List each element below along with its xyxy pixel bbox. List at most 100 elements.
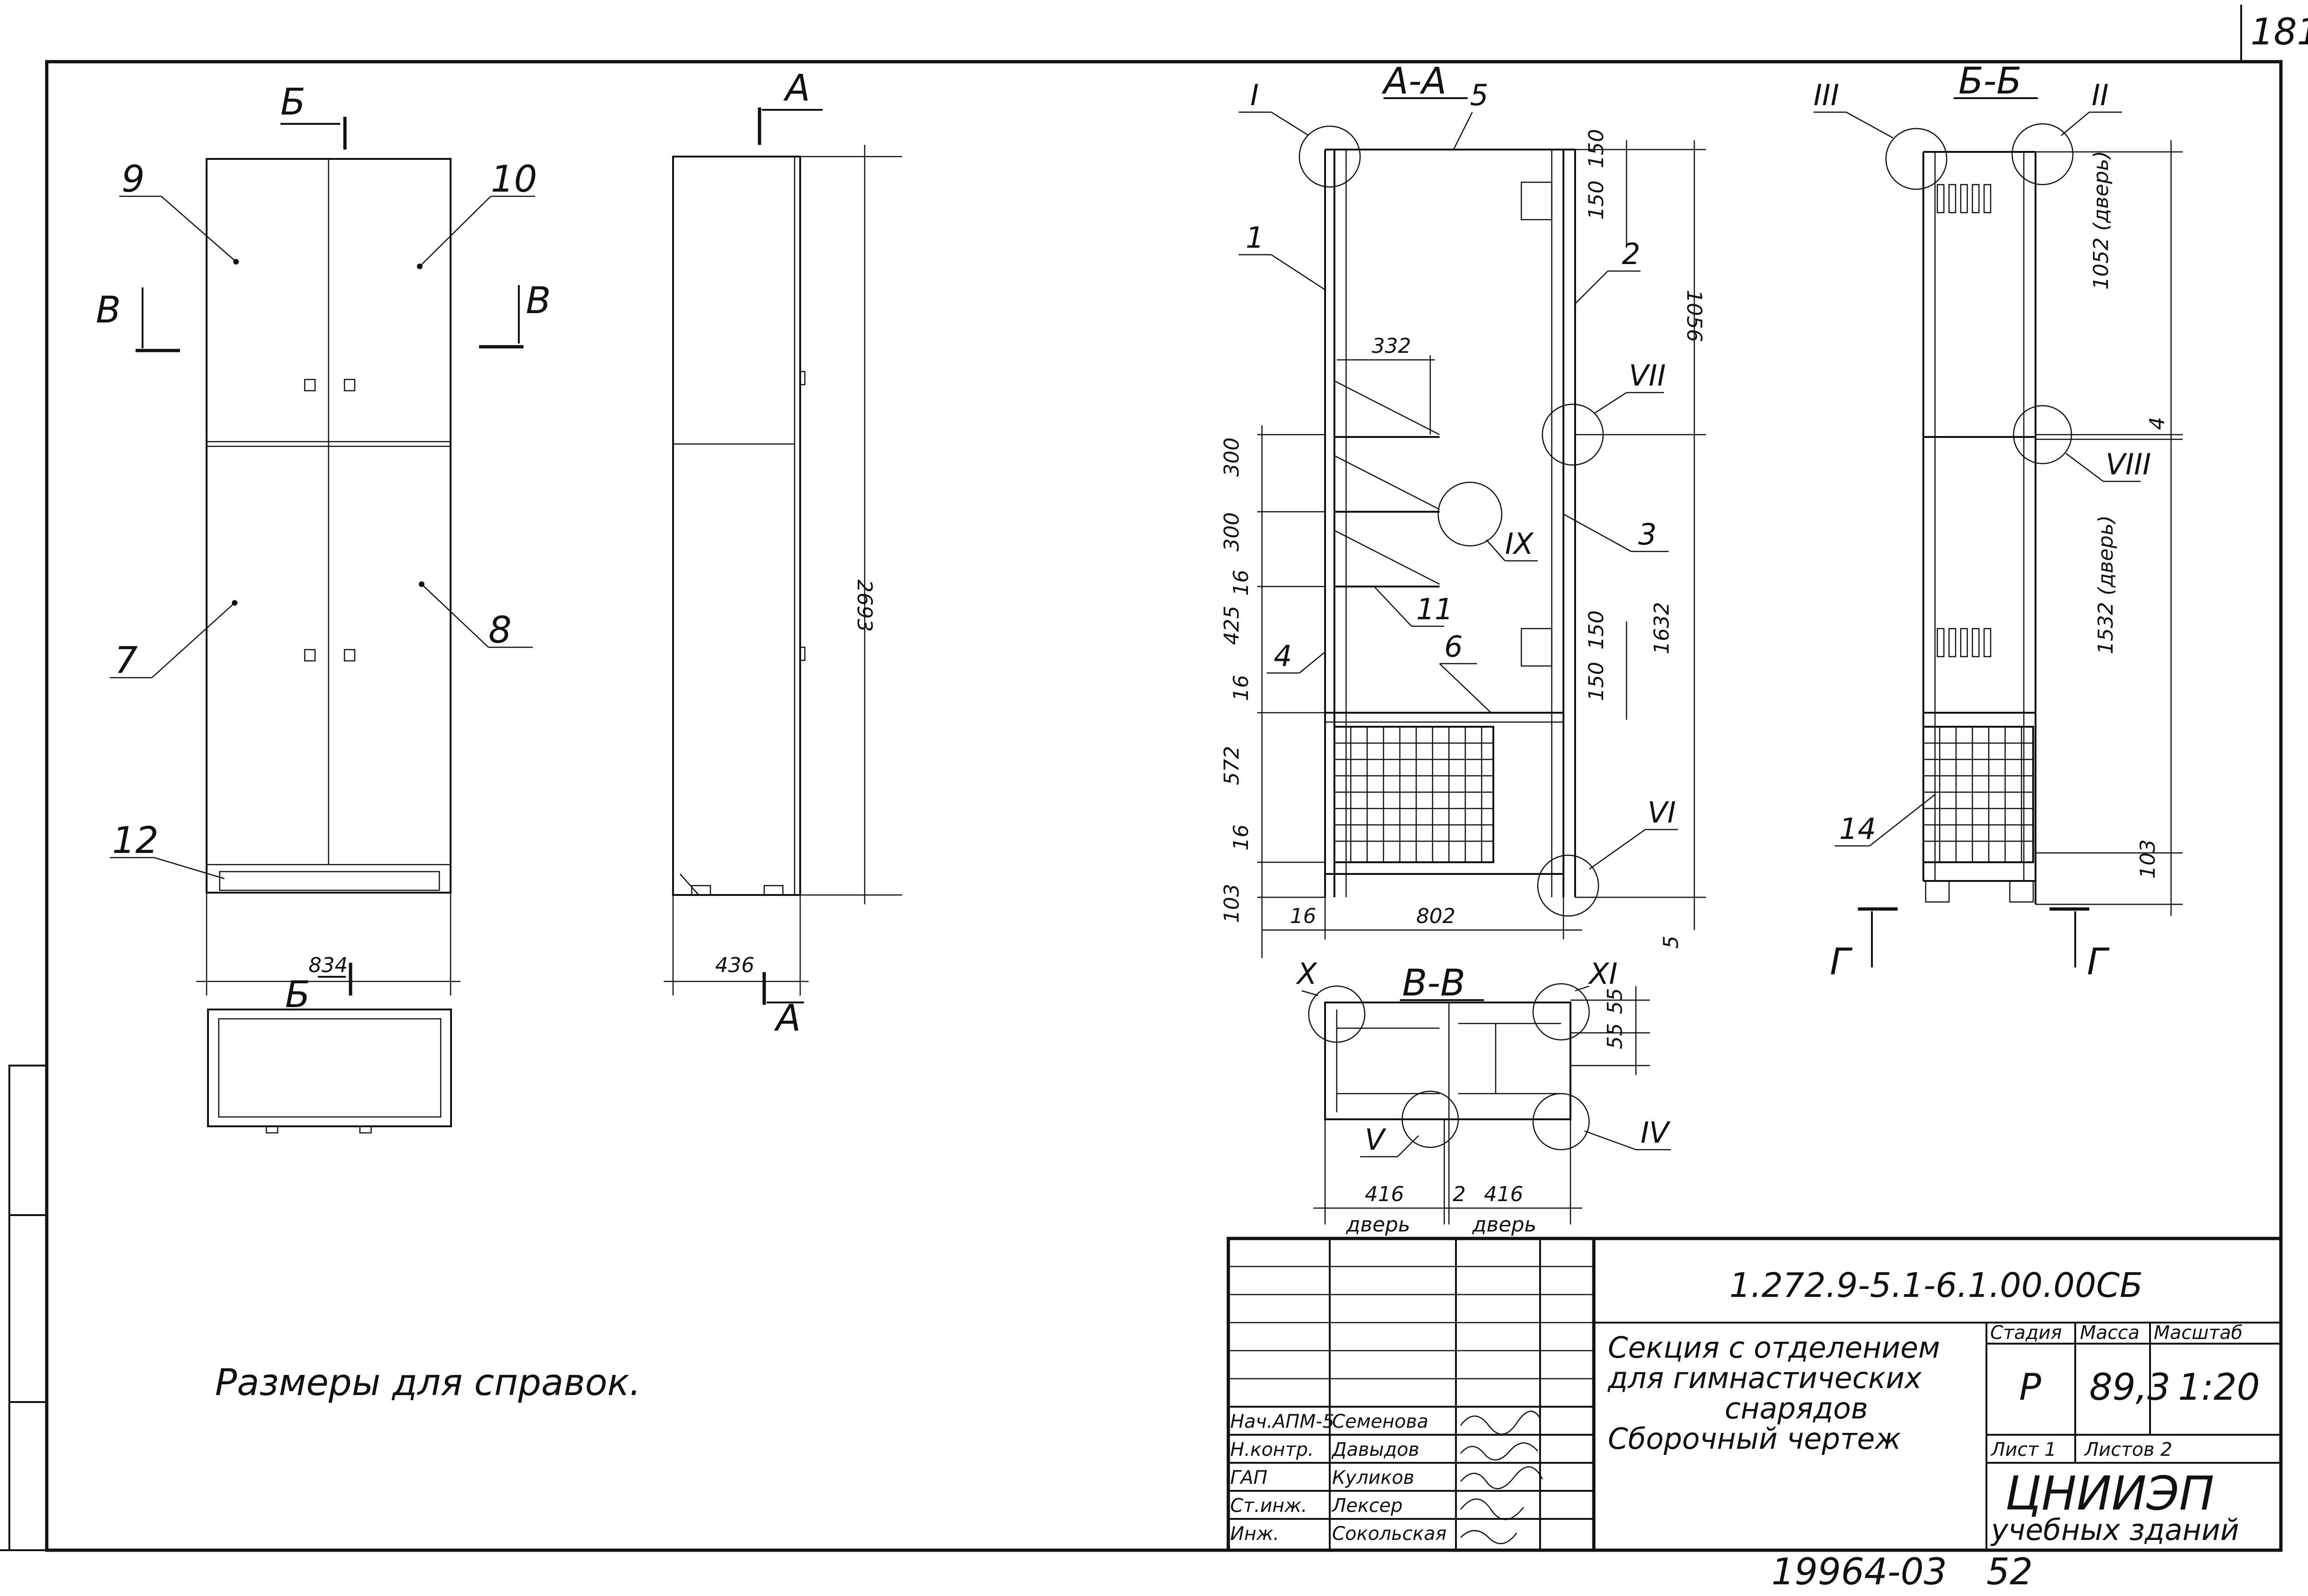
aa-dim-150-c: 150 [1584,610,1608,650]
tb-sheet: Лист 1 [1990,1439,2057,1460]
plan-view [207,1009,452,1134]
aa-detail-VI: VI [1648,795,1676,830]
aa-label-3: 3 [1638,517,1656,551]
aa-dim-150-a: 150 [1584,129,1608,168]
section-vv-title: В-В [1402,962,1465,1004]
tb-title-line-4: Сборочный чертеж [1608,1422,1901,1456]
aa-dim-103: 103 [1220,884,1244,923]
aa-dim-150-b: 150 [1584,180,1608,220]
tb-org-sub: учебных зданий [1990,1513,2239,1547]
front-label-12: 12 [112,820,158,862]
section-bb: Б-Б [1813,60,2183,983]
vv-detail-XI: XI [1588,957,1618,991]
aa-label-11: 11 [1416,592,1453,626]
signature-2 [1460,1466,1543,1489]
front-cut-right: В [526,280,551,322]
bb-dim-103: 103 [2136,839,2160,879]
front-width: 834 [308,953,348,977]
bb-dim-lower-door: 1532 (дверь) [2094,515,2118,654]
tb-name-0: Семенова [1332,1411,1428,1432]
side-cut-bottom: А [774,997,801,1039]
bb-dim-upper-door: 1052 (дверь) [2089,150,2113,290]
aa-dim-300-b: 300 [1220,512,1244,551]
tb-stage-header: Стадия [1990,1322,2062,1344]
section-aa-grid [1333,726,1494,863]
aa-detail-I: I [1250,78,1259,112]
section-bb-hooks [1936,184,1992,658]
tb-role-1: Н.контр. [1230,1439,1314,1460]
front-label-7: 7 [115,640,138,682]
front-view: Б Б В В 9 10 7 8 12 834 [96,81,551,1016]
front-label-10: 10 [491,158,537,200]
aa-dim-425: 425 [1220,606,1244,645]
aa-dim-16-bottom: 16 [1290,904,1316,928]
aa-dim-572: 572 [1220,746,1244,785]
tb-scale-header: Масштаб [2154,1322,2243,1344]
tb-role-3: Ст.инж. [1230,1495,1307,1517]
tb-mass: 89,3 [2089,1367,2171,1409]
binding-strip [8,1065,48,1551]
reference-note: Размеры для справок. [215,1362,641,1404]
aa-detail-VII: VII [1629,358,1666,393]
tb-org: ЦНИИЭП [2005,1466,2214,1521]
vv-detail-IV: IV [1641,1116,1671,1150]
side-cut-top: А [783,67,810,109]
side-depth: 436 [715,953,754,977]
front-cut-left: В [96,289,121,331]
aa-dim-1056: 1056 [1682,290,1706,342]
vv-detail-X: X [1296,957,1318,991]
bb-dim-gap: 4 [2145,417,2169,430]
signature-3 [1460,1498,1524,1520]
tb-scale: 1:20 [2178,1367,2260,1409]
vv-detail-V: V [1365,1123,1387,1157]
vv-dim-416-left: 416 [1365,1182,1404,1206]
aa-dim-300-a: 300 [1220,437,1244,477]
vv-dim-55-a: 55 [1603,988,1627,1014]
aa-dim-16-a: 16 [1229,570,1253,596]
tb-title-line-3: снарядов [1725,1391,1868,1425]
vv-dim-55-b: 55 [1603,1023,1627,1049]
signature-0 [1460,1410,1541,1435]
front-label-8: 8 [488,609,512,651]
title-block: Нач.АПМ-5 Семенова Н.контр. Давыдов ГАП … [1226,1237,2283,1552]
bb-cut-left: Г [1830,941,1853,983]
tb-role-2: ГАП [1230,1467,1268,1489]
tb-name-4: Сокольская [1332,1523,1447,1545]
vv-dim-gap: 2 [1453,1182,1466,1206]
section-aa: А-А [1220,60,1706,958]
signature-1 [1460,1442,1538,1461]
side-view: А А 2693 436 [664,67,902,1039]
aa-label-1: 1 [1246,221,1264,255]
tb-role-4: Инж. [1230,1523,1279,1545]
aa-dim-5: 5 [1659,936,1683,949]
section-bb-title: Б-Б [1958,60,2021,102]
aa-dim-16-b: 16 [1229,675,1253,701]
section-bb-grid [1922,726,2034,863]
tb-name-2: Куликов [1332,1467,1414,1489]
section-aa-title: А-А [1381,60,1447,102]
aa-dim-332: 332 [1372,334,1411,358]
bb-detail-III: III [1813,78,1839,112]
section-vv: В-В X XI V IV 55 55 416 2 416 [1296,957,1671,1237]
tb-title-line-2: для гимнастических [1607,1361,1922,1395]
sheet-frame: 181 [0,5,2308,1552]
tb-title-line-1: Секция с отделением [1608,1331,1940,1365]
bb-detail-VIII: VIII [2106,447,2151,481]
tb-stage: Р [2019,1367,2041,1409]
signature-4 [1460,1530,1517,1545]
front-label-9: 9 [122,158,145,200]
aa-label-6: 6 [1444,630,1462,664]
tb-mass-header: Масса [2080,1322,2140,1344]
aa-detail-IX: IX [1505,527,1534,561]
bb-cut-right: Г [2087,941,2110,983]
doc-number: 19964-03 [1771,1551,1947,1593]
aa-label-2: 2 [1622,237,1640,271]
aa-label-5: 5 [1470,78,1488,112]
bb-label-14: 14 [1839,812,1876,846]
bb-detail-II: II [2092,78,2109,112]
page-number: 52 [1986,1551,2033,1593]
tb-sheets: Листов 2 [2084,1439,2172,1460]
aa-dim-1632: 1632 [1650,602,1674,654]
